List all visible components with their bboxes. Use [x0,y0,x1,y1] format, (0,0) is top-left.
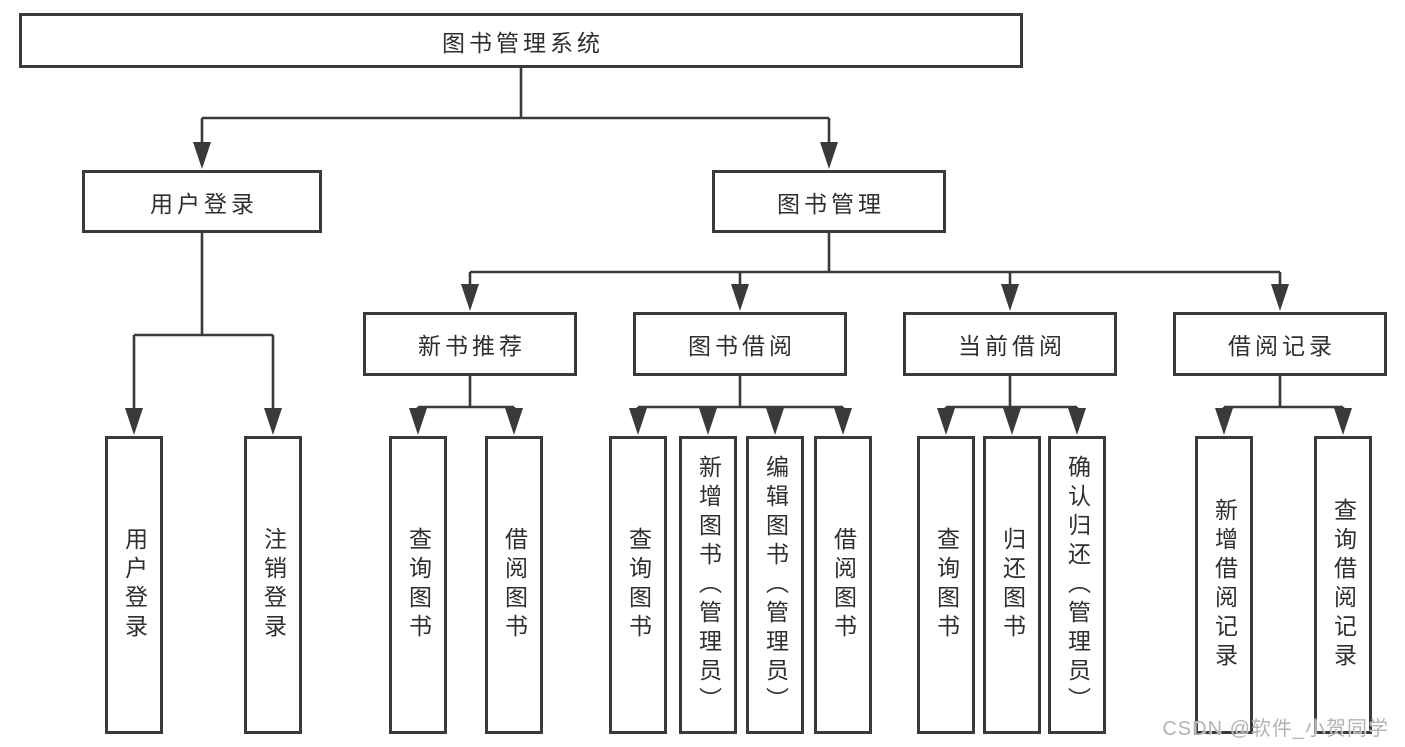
node-book-borrowing: 图书借阅 [633,312,847,376]
node-library-management-system: 图书管理系统 [19,13,1023,68]
watermark: CSDN @软件_小贺同学 [1162,718,1389,740]
leaf-label: 查询图书 [933,527,960,643]
leaf-confirm-return-admin: 确认归还（管理员） [1048,436,1106,734]
leaf-label: 查询图书 [405,527,432,643]
leaf-return-book: 归还图书 [983,436,1041,734]
node-user-login: 用户登录 [82,170,322,233]
leaf-query-book-borrowing: 查询图书 [609,436,667,734]
leaf-borrow-book-recommend: 借阅图书 [485,436,543,734]
node-borrowing-records: 借阅记录 [1173,312,1387,376]
leaf-label: 新增图书（管理员） [695,454,722,716]
node-book-management: 图书管理 [712,170,946,233]
leaf-label: 归还图书 [999,527,1026,643]
leaf-query-borrow-record: 查询借阅记录 [1314,436,1372,734]
leaf-user-login: 用户登录 [105,436,163,734]
leaf-label: 用户登录 [121,527,148,643]
leaf-query-book-current: 查询图书 [917,436,975,734]
leaf-query-book-recommend: 查询图书 [389,436,447,734]
leaf-label: 确认归还（管理员） [1064,454,1091,716]
node-new-book-recommendation: 新书推荐 [363,312,577,376]
leaf-label: 借阅图书 [501,527,528,643]
leaf-label: 注销登录 [260,527,287,643]
leaf-edit-book-admin: 编辑图书（管理员） [746,436,804,734]
leaf-add-borrow-record: 新增借阅记录 [1195,436,1253,734]
leaf-borrow-book: 借阅图书 [814,436,872,734]
leaf-label: 编辑图书（管理员） [762,454,789,716]
leaf-label: 新增借阅记录 [1211,498,1238,672]
node-current-borrowing: 当前借阅 [903,312,1117,376]
leaf-logout: 注销登录 [244,436,302,734]
leaf-label: 查询图书 [625,527,652,643]
leaf-add-book-admin: 新增图书（管理员） [679,436,737,734]
leaf-label: 借阅图书 [830,527,857,643]
leaf-label: 查询借阅记录 [1330,498,1357,672]
